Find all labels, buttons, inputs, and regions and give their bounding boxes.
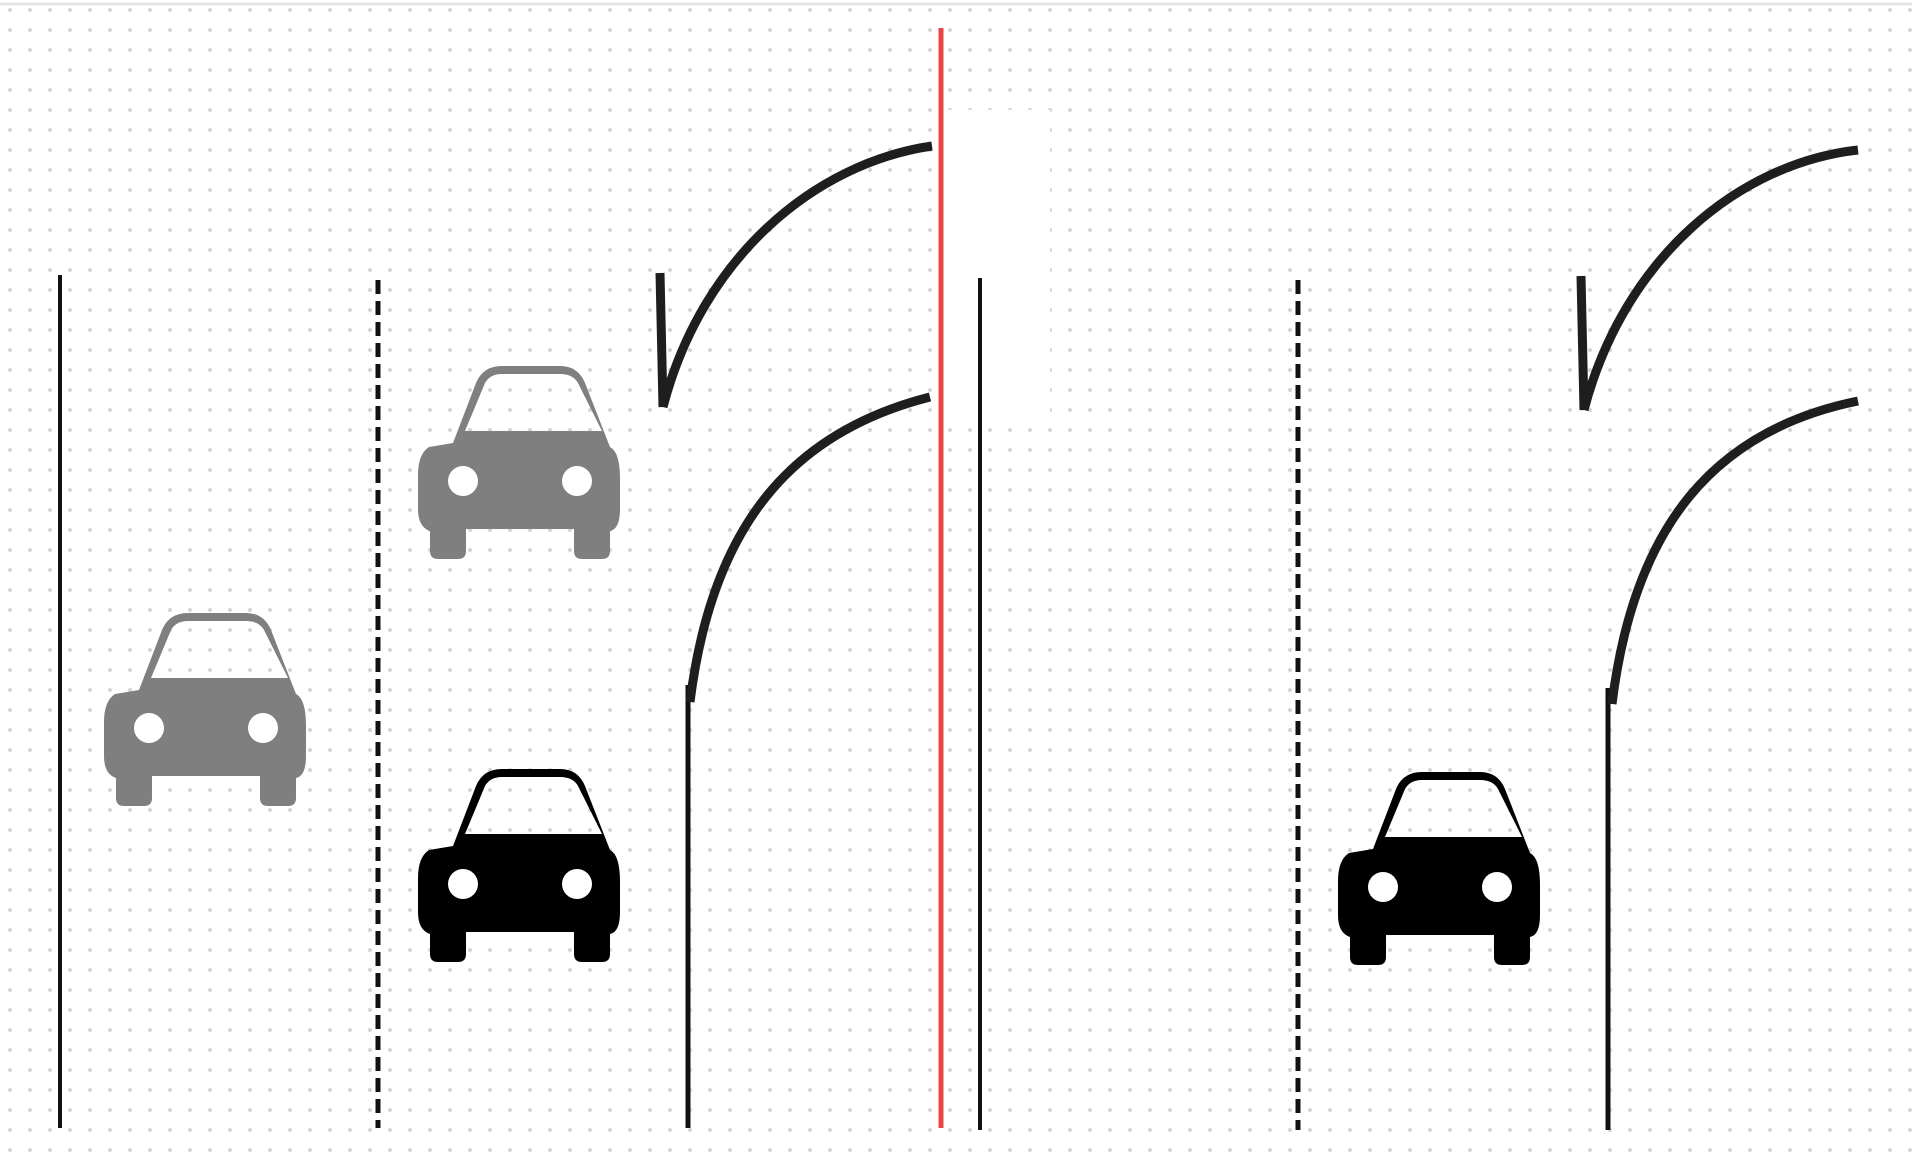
curve-lower [1607, 396, 1859, 705]
curve-upper [655, 141, 933, 409]
blank-area [946, 110, 1050, 420]
curve-upper [1576, 145, 1859, 412]
curve-lower [685, 392, 932, 703]
scene-after [946, 110, 1859, 1130]
scene-before [58, 141, 933, 1128]
